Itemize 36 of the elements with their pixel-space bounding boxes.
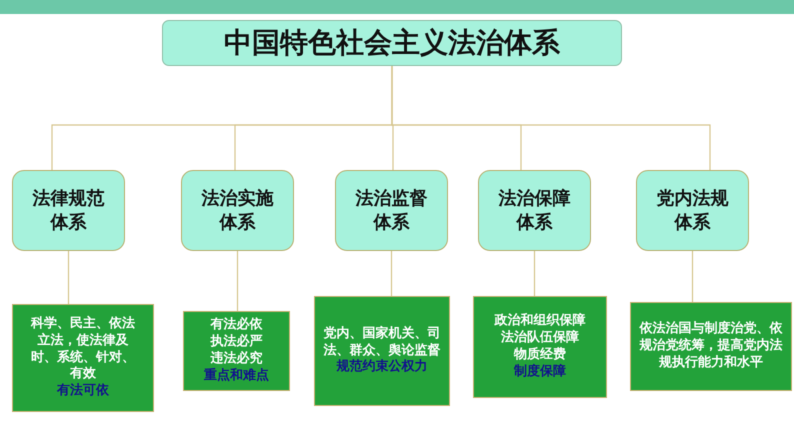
content-box [473,296,607,398]
connector-line [692,251,694,302]
content-text: 法治队伍保障 [500,330,580,347]
connector-line [68,251,70,304]
category-label: 法治保障体系 [498,187,571,234]
category-box [12,170,125,251]
content-text: 制度保障 [512,364,567,381]
connector-line [391,66,711,170]
connector-line [534,251,536,296]
title-box [162,20,622,66]
content-text: 依法治国与制度治党、依规治党统筹，提高党内法规执行能力和水平 [638,321,784,372]
content-box [12,304,154,412]
category-box [478,170,591,251]
content-text: 规范约束公权力 [335,359,428,376]
category-box [181,170,294,251]
content-text: 有法必依 [210,317,262,334]
connector-line [236,251,238,311]
category-box [335,170,448,251]
category-label: 党内法规体系 [656,187,729,234]
connector-line [390,251,392,296]
content-text: 科学、民主、依法立法，使法律及时、系统、针对、有效 [31,316,135,383]
content-text: 违法必究 [210,351,262,368]
content-box [183,311,290,391]
content-text: 有法可依 [56,383,110,400]
content-box [314,296,450,406]
content-text: 执法必严 [210,334,262,350]
content-text: 重点和难点 [204,368,269,385]
title-text: 中国特色社会主义法治体系 [224,25,560,61]
category-box [636,170,749,251]
content-text: 政治和组织保障 [493,313,586,330]
category-label: 法治实施体系 [201,187,274,234]
content-text: 党内、国家机关、司法、群众、舆论监督 [322,326,442,359]
category-label: 法律规范体系 [32,187,105,234]
content-box [630,302,792,391]
category-label: 法治监督体系 [355,187,428,234]
content-text: 物质经费 [512,347,567,364]
